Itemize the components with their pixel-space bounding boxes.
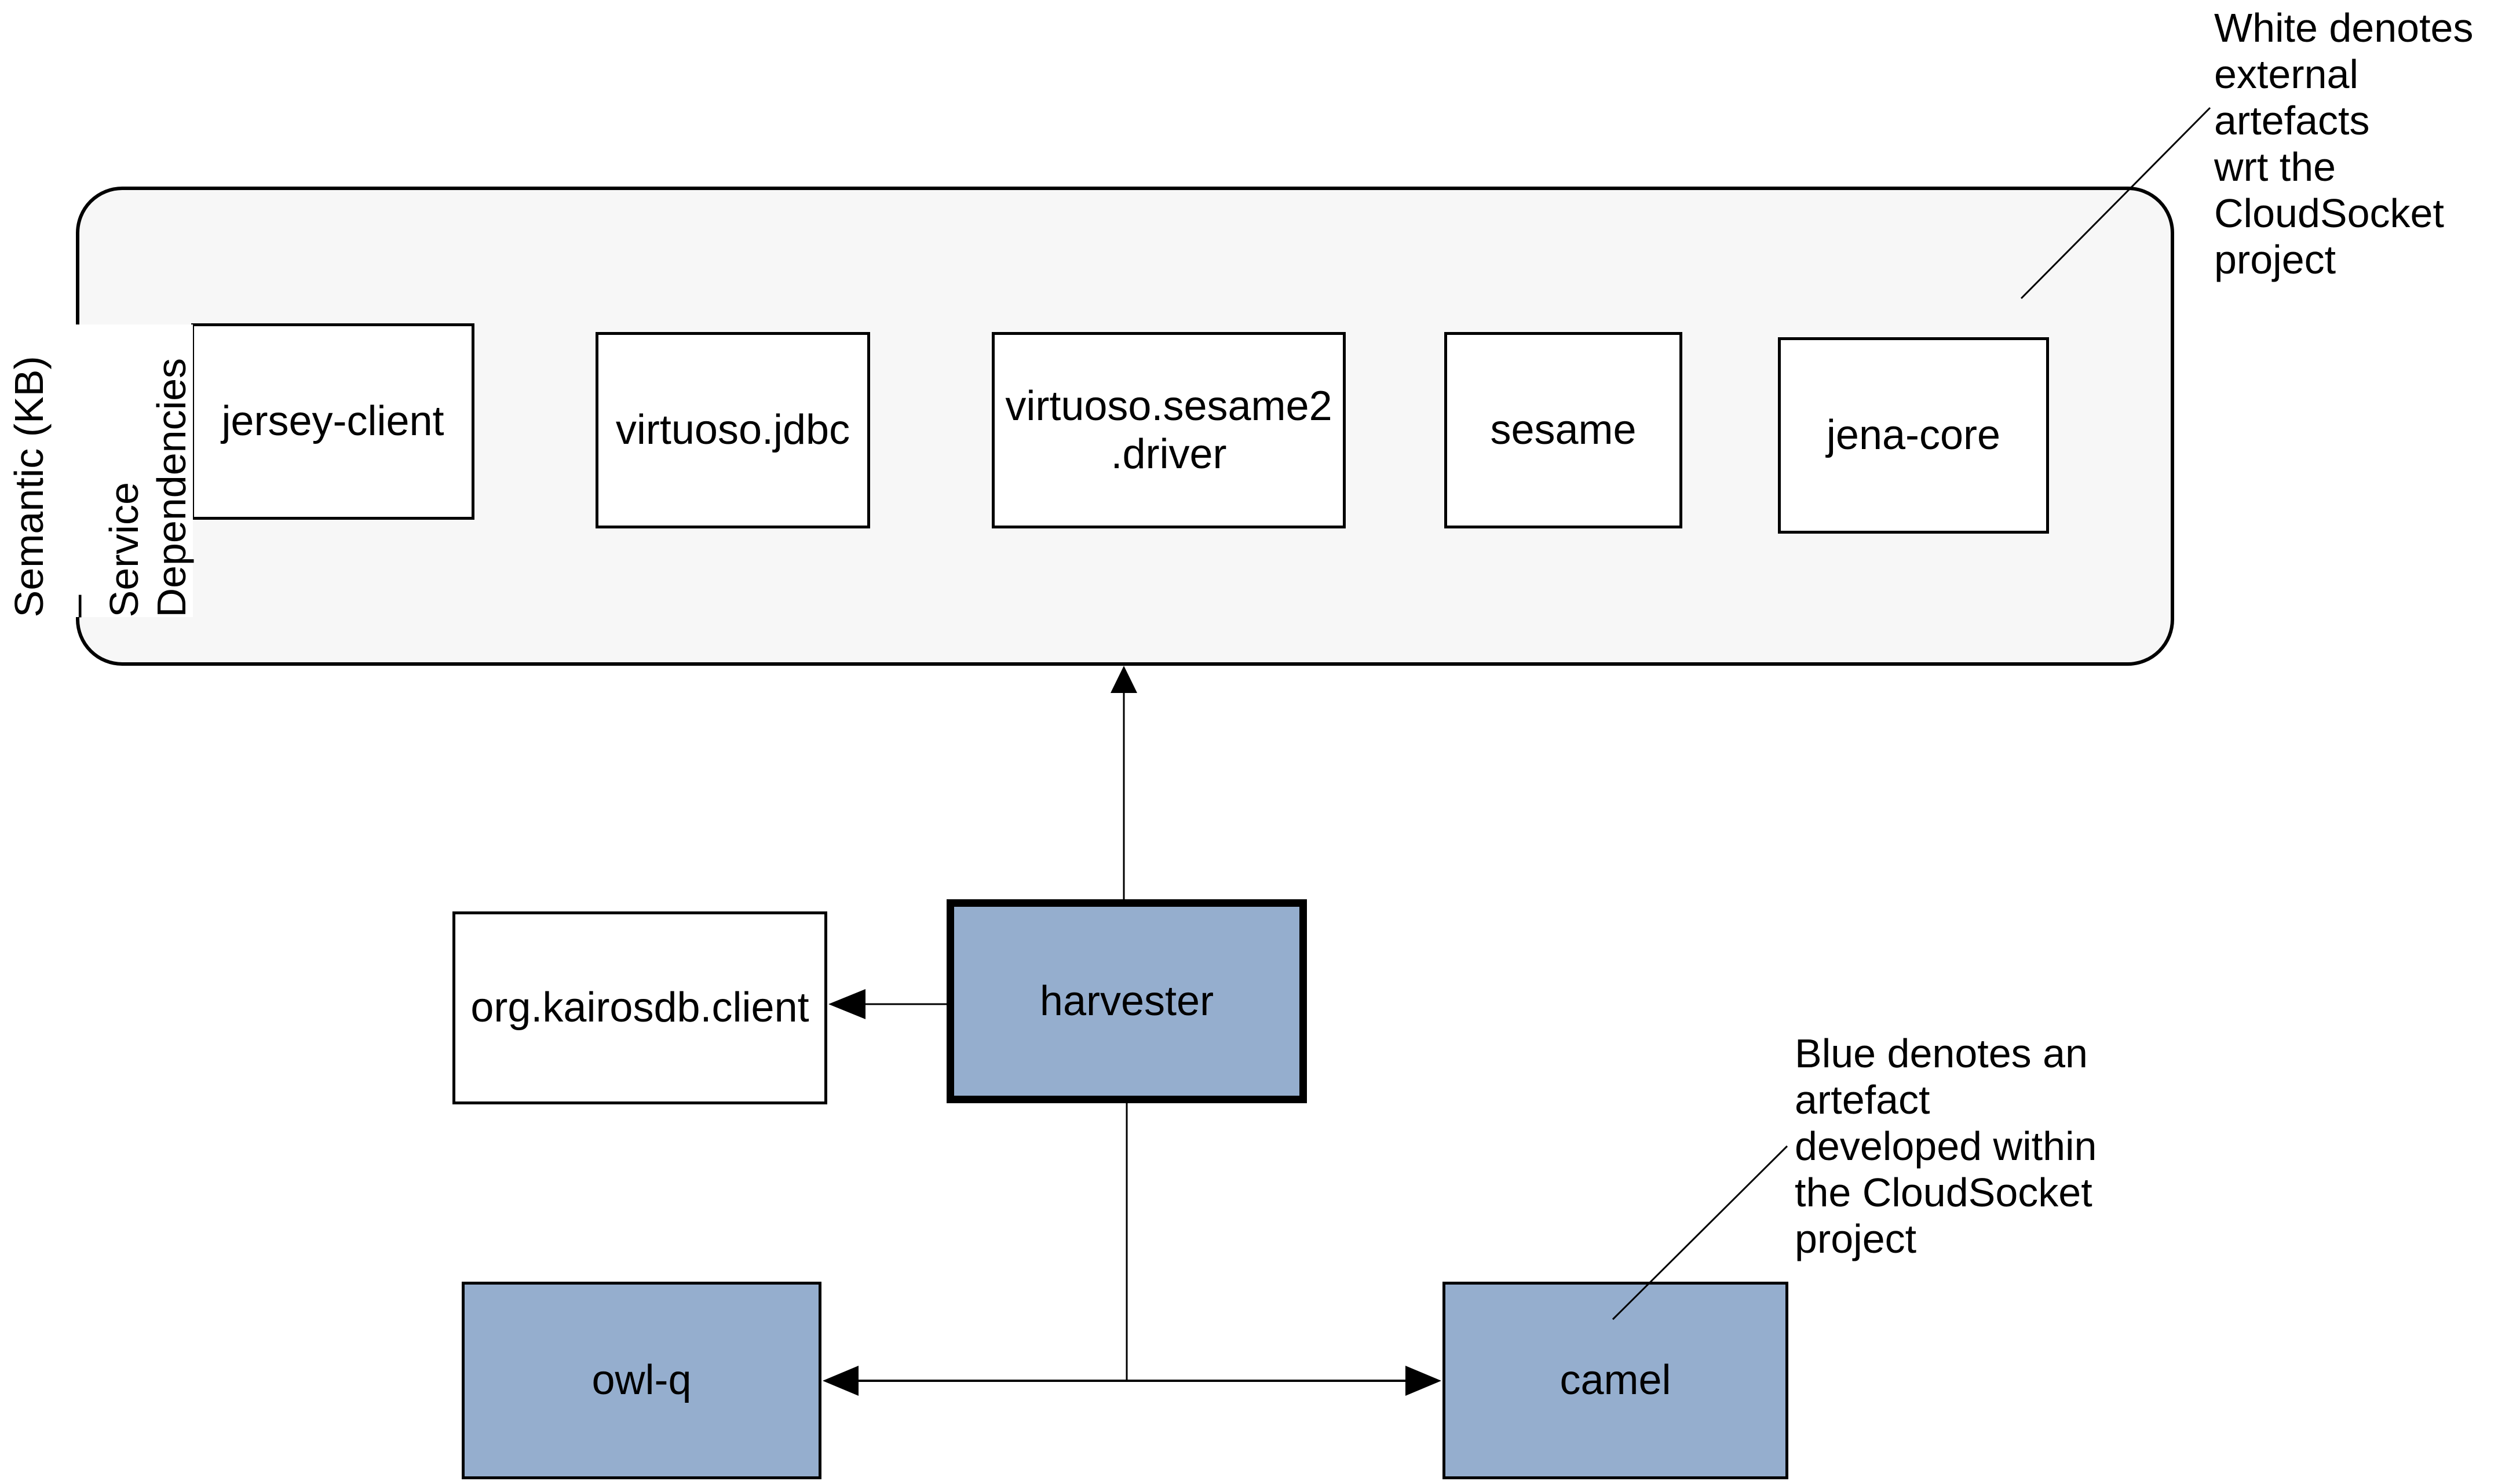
- node-harvester: harvester: [947, 899, 1307, 1103]
- node-camel: camel: [1442, 1282, 1788, 1479]
- node-label: virtuoso.sesame2 .driver: [1005, 382, 1332, 477]
- node-label: jersey-client: [221, 398, 444, 445]
- node-virtuoso-jdbc: virtuoso.jdbc: [596, 332, 870, 528]
- node-label: harvester: [1039, 977, 1214, 1024]
- node-label: sesame: [1490, 407, 1637, 454]
- node-label: camel: [1560, 1357, 1671, 1404]
- note-internal-artefacts: Blue denotes an artefact developed withi…: [1795, 1031, 2097, 1261]
- arrowhead-left: [823, 1366, 859, 1396]
- node-label: virtuoso.jdbc: [615, 407, 850, 454]
- kb-group-label-value: Semantic (KB) – Service Dependencies: [6, 355, 194, 617]
- node-jena-core: jena-core: [1778, 337, 2049, 534]
- kb-group-label-text: Semantic (KB) – Service Dependencies: [6, 324, 194, 617]
- node-sesame: sesame: [1444, 332, 1682, 528]
- node-label: jena-core: [1826, 412, 2001, 459]
- node-virtuoso-sesame2-driver: virtuoso.sesame2 .driver: [992, 332, 1346, 528]
- arrow-harvester-to-kb-group: [1111, 666, 1137, 899]
- node-jersey-client: jersey-client: [191, 323, 474, 520]
- node-org-kairosdb-client: org.kairosdb.client: [452, 911, 827, 1104]
- arrow-harvester-to-kairosdb: [828, 989, 947, 1019]
- arrowhead-right: [1405, 1366, 1441, 1396]
- arrow-owlq-camel: [823, 1366, 1441, 1396]
- arrowhead-left: [828, 989, 865, 1019]
- note-external-artefacts: White denotes external artefacts wrt the…: [2214, 5, 2474, 282]
- kb-group-label: Semantic (KB) – Service Dependencies: [6, 324, 194, 617]
- node-label: owl-q: [591, 1357, 692, 1404]
- arrowhead-up: [1111, 666, 1137, 693]
- node-label: org.kairosdb.client: [470, 984, 809, 1031]
- node-owl-q: owl-q: [462, 1282, 821, 1479]
